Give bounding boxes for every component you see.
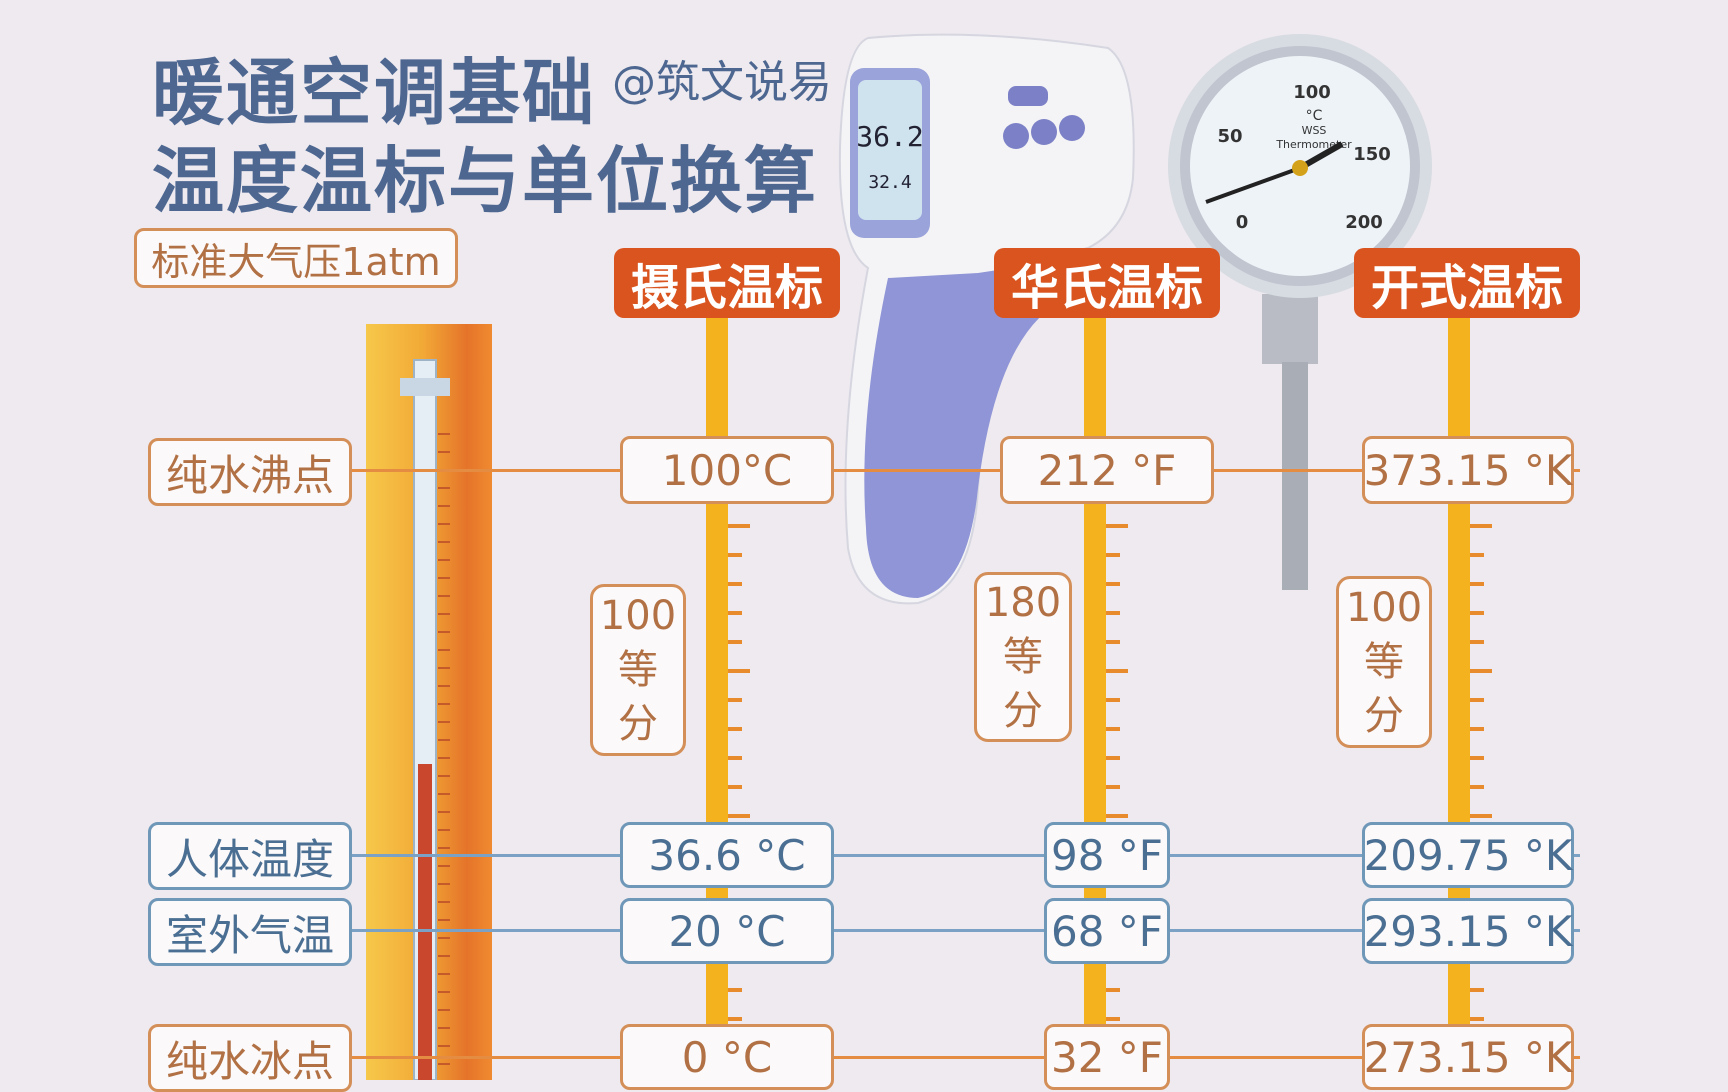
- scale-tick: [1106, 611, 1120, 615]
- svg-text:°C: °C: [1306, 108, 1323, 124]
- svg-text:WSS: WSS: [1302, 124, 1327, 137]
- scale-tick: [1470, 814, 1492, 818]
- svg-text:200: 200: [1345, 212, 1383, 233]
- value-freezing-kelvin: 273.15 °K: [1362, 1024, 1574, 1090]
- value-freezing-celsius: 0 °C: [620, 1024, 834, 1090]
- svg-text:0: 0: [1236, 212, 1249, 233]
- scale-tick: [728, 727, 742, 731]
- scale-header-celsius: 摄氏温标: [614, 248, 840, 318]
- ir-display-sub: 32.4: [868, 172, 911, 193]
- scale-tick: [728, 524, 750, 528]
- value-outdoor-kelvin: 293.15 °K: [1362, 898, 1574, 964]
- scale-tick: [1106, 756, 1120, 760]
- infrared-thermometer-image: 36.2 32.4: [828, 28, 1140, 608]
- value-boiling-celsius: 100°C: [620, 436, 834, 504]
- divisions-fahrenheit: 180 等 分: [974, 572, 1072, 742]
- dial-gauge-image: 100 50 150 0 200 °C WSS Thermometer: [1166, 32, 1436, 592]
- row-line-boiling: [318, 469, 1580, 472]
- value-boiling-kelvin: 373.15 °K: [1362, 436, 1574, 504]
- divisions-celsius-char2: 分: [618, 701, 658, 747]
- scale-tick: [1106, 1017, 1120, 1021]
- scale-tick: [1470, 988, 1484, 992]
- value-outdoor-celsius: 20 °C: [620, 898, 834, 964]
- scale-tick: [1470, 698, 1484, 702]
- divisions-fahrenheit-char1: 等: [1003, 634, 1043, 680]
- divisions-fahrenheit-char2: 分: [1003, 688, 1043, 734]
- scale-tick: [728, 640, 742, 644]
- scale-tick: [728, 814, 750, 818]
- svg-text:150: 150: [1353, 144, 1391, 165]
- title-line1: 暖通空调基础: [152, 51, 597, 135]
- divisions-kelvin-count: 100: [1345, 585, 1423, 631]
- scale-tick: [728, 756, 742, 760]
- row-label-freezing: 纯水冰点: [148, 1024, 352, 1092]
- divisions-celsius-char1: 等: [618, 647, 658, 693]
- scale-tick: [728, 988, 742, 992]
- scale-tick: [1106, 727, 1120, 731]
- scale-tick: [1470, 785, 1484, 789]
- scale-tick: [1106, 814, 1128, 818]
- scale-tick: [1106, 553, 1120, 557]
- scale-tick: [1470, 727, 1484, 731]
- pressure-label: 标准大气压1atm: [134, 228, 458, 288]
- scale-tick: [1470, 1017, 1484, 1021]
- scale-tick: [1470, 582, 1484, 586]
- value-body-celsius: 36.6 °C: [620, 822, 834, 888]
- scale-tick: [1106, 785, 1120, 789]
- scale-tick: [728, 669, 750, 673]
- row-label-outdoor: 室外气温: [148, 898, 352, 966]
- row-line-freezing: [318, 1056, 1580, 1059]
- scale-tick: [728, 582, 742, 586]
- scale-tick: [1106, 582, 1120, 586]
- row-line-outdoor: [318, 929, 1580, 932]
- title-line2: 温度温标与单位换算: [152, 139, 819, 223]
- scale-tick: [1470, 553, 1484, 557]
- scale-tick: [1470, 640, 1484, 644]
- scale-tick: [728, 698, 742, 702]
- scale-tick: [1106, 988, 1120, 992]
- scale-tick: [728, 611, 742, 615]
- divisions-kelvin: 100 等 分: [1336, 576, 1432, 748]
- scale-tick: [1470, 611, 1484, 615]
- scale-tick: [728, 1017, 742, 1021]
- ir-display-main: 36.2: [856, 120, 923, 153]
- scale-tick: [728, 785, 742, 789]
- divisions-kelvin-char1: 等: [1364, 639, 1404, 685]
- scale-header-kelvin: 开式温标: [1354, 248, 1580, 318]
- value-freezing-fahrenheit: 32 °F: [1044, 1024, 1170, 1090]
- scale-tick: [728, 553, 742, 557]
- value-outdoor-fahrenheit: 68 °F: [1044, 898, 1170, 964]
- row-line-body: [318, 854, 1580, 857]
- value-boiling-fahrenheit: 212 °F: [1000, 436, 1214, 504]
- author-handle: @筑文说易: [612, 57, 832, 108]
- svg-text:50: 50: [1217, 126, 1242, 147]
- divisions-fahrenheit-count: 180: [984, 580, 1062, 626]
- scale-header-fahrenheit: 华氏温标: [994, 248, 1220, 318]
- scale-tick: [1470, 524, 1492, 528]
- scale-tick: [1106, 698, 1120, 702]
- scale-tick: [1470, 756, 1484, 760]
- scale-tick: [1106, 640, 1120, 644]
- row-label-body: 人体温度: [148, 822, 352, 890]
- divisions-kelvin-char2: 分: [1364, 693, 1404, 739]
- scale-tick: [1106, 524, 1128, 528]
- svg-text:100: 100: [1293, 82, 1331, 103]
- divisions-celsius-count: 100: [599, 593, 677, 639]
- scale-tick: [1106, 669, 1128, 673]
- divisions-celsius: 100 等 分: [590, 584, 686, 756]
- scale-tick: [1470, 669, 1492, 673]
- liquid-thermometer-image: [366, 324, 492, 1081]
- row-label-boiling: 纯水沸点: [148, 438, 352, 506]
- value-body-fahrenheit: 98 °F: [1044, 822, 1170, 888]
- value-body-kelvin: 209.75 °K: [1362, 822, 1574, 888]
